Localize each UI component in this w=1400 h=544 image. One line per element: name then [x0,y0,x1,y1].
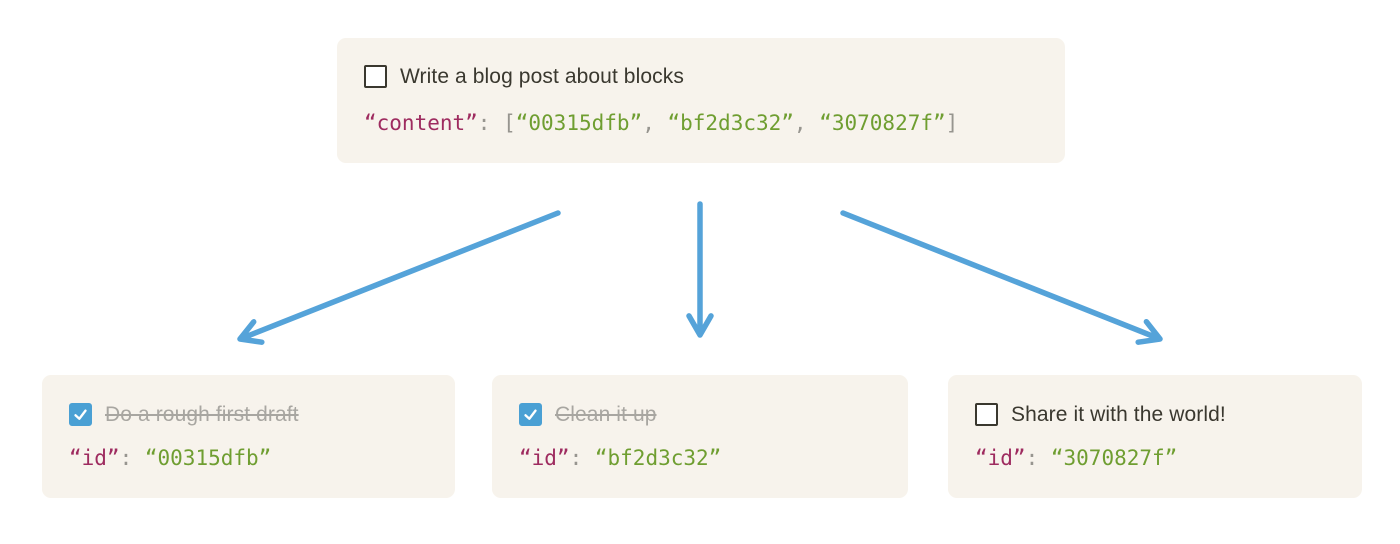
code-string: “bf2d3c32” [594,445,722,470]
check-icon [524,409,537,420]
child-block-card-1: Do a rough first draft “id”: “00315dfb” [42,375,455,498]
child-block-card-3: Share it with the world! “id”: “3070827f… [948,375,1362,498]
code-key: “id” [975,445,1026,470]
todo-checkbox[interactable] [975,402,998,426]
todo-label: Write a blog post about blocks [400,65,684,89]
todo-checkbox[interactable] [519,402,542,426]
code-string: “3070827f” [819,111,946,136]
child-todo-item: Do a rough first draft [69,402,428,427]
code-string: “3070827f” [1050,445,1178,470]
child-code-line: “id”: “3070827f” [975,445,1335,471]
child-code-line: “id”: “00315dfb” [69,445,428,471]
todo-label: Clean it up [555,402,657,426]
code-separator: , [642,111,668,136]
arrow-to-child-3 [840,210,1163,345]
code-key: “content” [364,111,478,136]
code-bracket-open: [ [503,111,516,136]
todo-checkbox[interactable] [69,402,92,426]
parent-block-card: Write a blog post about blocks “content”… [337,38,1065,163]
todo-label: Share it with the world! [1011,402,1226,426]
child-block-card-2: Clean it up “id”: “bf2d3c32” [492,375,908,498]
code-string: “bf2d3c32” [667,111,794,136]
code-bracket-close: ] [945,111,959,136]
code-string: “00315dfb” [515,111,643,136]
arrow-to-child-2 [686,201,714,338]
code-key: “id” [519,445,570,470]
code-punct: : [119,445,145,470]
todo-checkbox[interactable] [364,65,387,89]
code-punct: : [477,111,504,136]
code-string: “00315dfb” [144,445,272,470]
code-punct: : [1025,445,1051,470]
code-punct: : [569,445,595,470]
todo-label: Do a rough first draft [105,402,299,426]
arrow-to-child-1 [237,210,561,345]
code-key: “id” [69,445,120,470]
parent-todo-item: Write a blog post about blocks [364,64,1038,89]
child-code-line: “id”: “bf2d3c32” [519,445,881,471]
child-todo-item: Clean it up [519,402,881,427]
parent-code-line: “content”: [“00315dfb”, “bf2d3c32”, “307… [364,110,1038,136]
check-icon [74,409,87,420]
code-separator: , [793,111,820,136]
child-todo-item: Share it with the world! [975,402,1335,427]
